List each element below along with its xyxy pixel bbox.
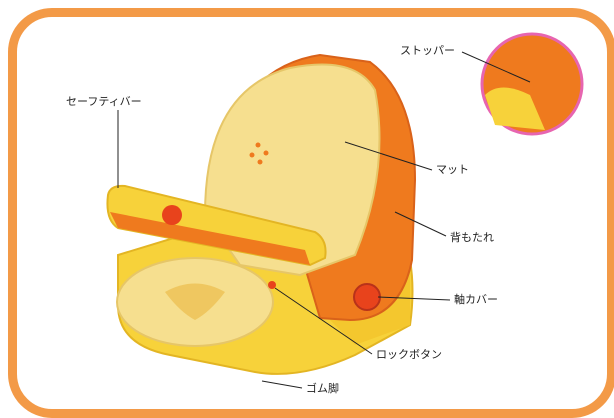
label-backrest: 背もたれ xyxy=(450,231,494,244)
seat-hole xyxy=(165,283,225,320)
mat-dot-1 xyxy=(255,142,261,148)
label-axis-cover: 軸カバー xyxy=(454,293,498,306)
label-mat: マット xyxy=(436,163,469,176)
mat-dot-2 xyxy=(263,150,269,156)
rubber-leg-leader xyxy=(261,380,303,389)
lock-button-part xyxy=(268,281,276,289)
safety-bar-knob xyxy=(162,205,182,225)
lock-button-leader xyxy=(274,287,373,355)
label-stopper: ストッパー xyxy=(400,44,455,57)
backrest-leader xyxy=(394,211,447,237)
mat-leader xyxy=(344,141,433,171)
stopper-inset-detail xyxy=(485,87,545,130)
mat-dot-4 xyxy=(257,159,263,165)
axis-cover-part xyxy=(353,283,381,311)
safety-bar-front xyxy=(110,212,310,265)
label-rubber-leg: ゴム脚 xyxy=(306,382,339,395)
axis-cover-leader xyxy=(377,296,451,301)
mat-dot-3 xyxy=(249,152,255,158)
stopper-leader xyxy=(461,51,531,83)
label-safety-bar: セーフティバー xyxy=(66,95,142,108)
label-lock-button: ロックボタン xyxy=(376,348,442,361)
